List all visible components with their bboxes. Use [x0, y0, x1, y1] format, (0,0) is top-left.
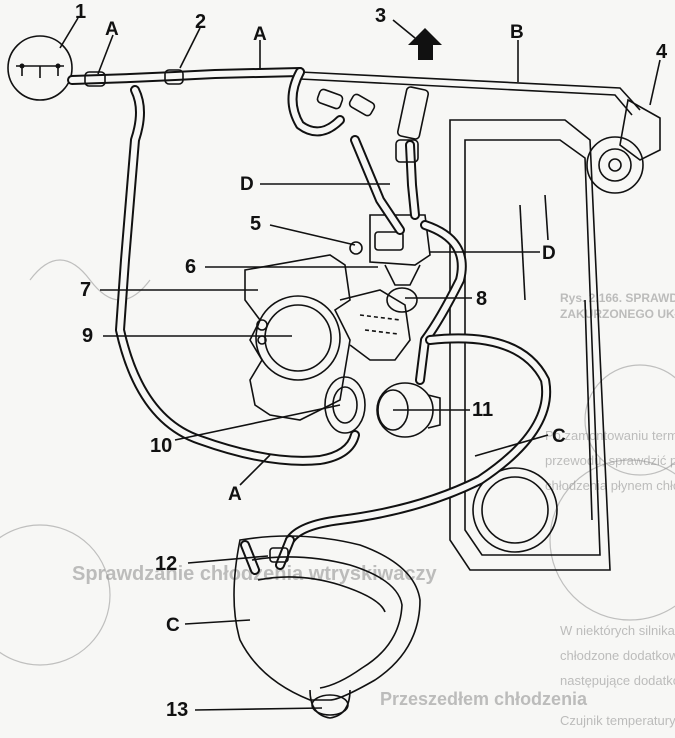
callout-12: 12 [155, 553, 177, 575]
callout-c-right: C [552, 426, 566, 447]
callout-8: 8 [476, 288, 487, 310]
hose-clamps [84, 69, 419, 563]
ghost-body-line3: następujące dodatkowe elementy: [560, 673, 675, 688]
callout-6: 6 [185, 256, 196, 278]
valve-10 [324, 376, 366, 434]
ghost-body-line2: chłodzone dodatkowym układem chłodnicy. … [560, 648, 675, 663]
callout-11: 11 [472, 399, 493, 421]
radiator-outline [449, 119, 611, 571]
callout-13: 13 [166, 699, 188, 721]
ghost-caption-line1: Rys. 2.166. SPRAWDZANIE UKŁADU [560, 291, 675, 305]
callout-9: 9 [82, 325, 93, 347]
ghost-para-line2: przewodu, sprawdzić przez ich złącza [545, 453, 675, 468]
callout-d-right: D [542, 243, 556, 264]
callout-c-left: C [166, 615, 180, 636]
callout-a-left: A [105, 19, 119, 40]
callout-4: 4 [656, 41, 668, 63]
callout-2: 2 [195, 11, 206, 33]
callout-10: 10 [150, 435, 172, 457]
ghost-para-line1: Po zamontowaniu termostatu dokręcić nowe… [545, 428, 675, 443]
callout-labels: 1 A 2 A 3 B 4 D 5 D 6 7 8 9 10 11 C A 12… [75, 1, 668, 721]
ghost-caption-line2: ZAKURZONEGO UKŁADU CHŁODZENIA [560, 307, 675, 321]
component-1 [7, 35, 73, 101]
hoses [67, 67, 641, 575]
ghost-bullet-line: Czujnik temperatury umieszczony w pobliż… [560, 713, 675, 728]
expansion-tank-cap [472, 467, 558, 553]
reservoir [233, 535, 421, 719]
engine-block [244, 254, 411, 421]
callout-d-top: D [240, 174, 254, 195]
callout-5: 5 [250, 213, 261, 235]
ghost-para-line3: chłodzenia płynem chłodzącym. [545, 478, 675, 493]
flow-arrow-icon [408, 28, 442, 60]
bleed-through-layer: Rys. 2.166. SPRAWDZANIE UKŁADU ZAKURZONE… [0, 259, 675, 728]
callout-3: 3 [375, 5, 386, 27]
ghost-heading2: Przeszedłem chłodzenia [380, 689, 588, 709]
leader-lines [59, 17, 661, 711]
component-4 [586, 98, 661, 194]
callout-1: 1 [75, 1, 86, 23]
callout-7: 7 [80, 279, 91, 301]
callout-a-top: A [253, 24, 267, 45]
callout-b-top: B [510, 22, 524, 43]
component-3 [396, 28, 442, 140]
callout-a-bottom: A [228, 484, 242, 505]
